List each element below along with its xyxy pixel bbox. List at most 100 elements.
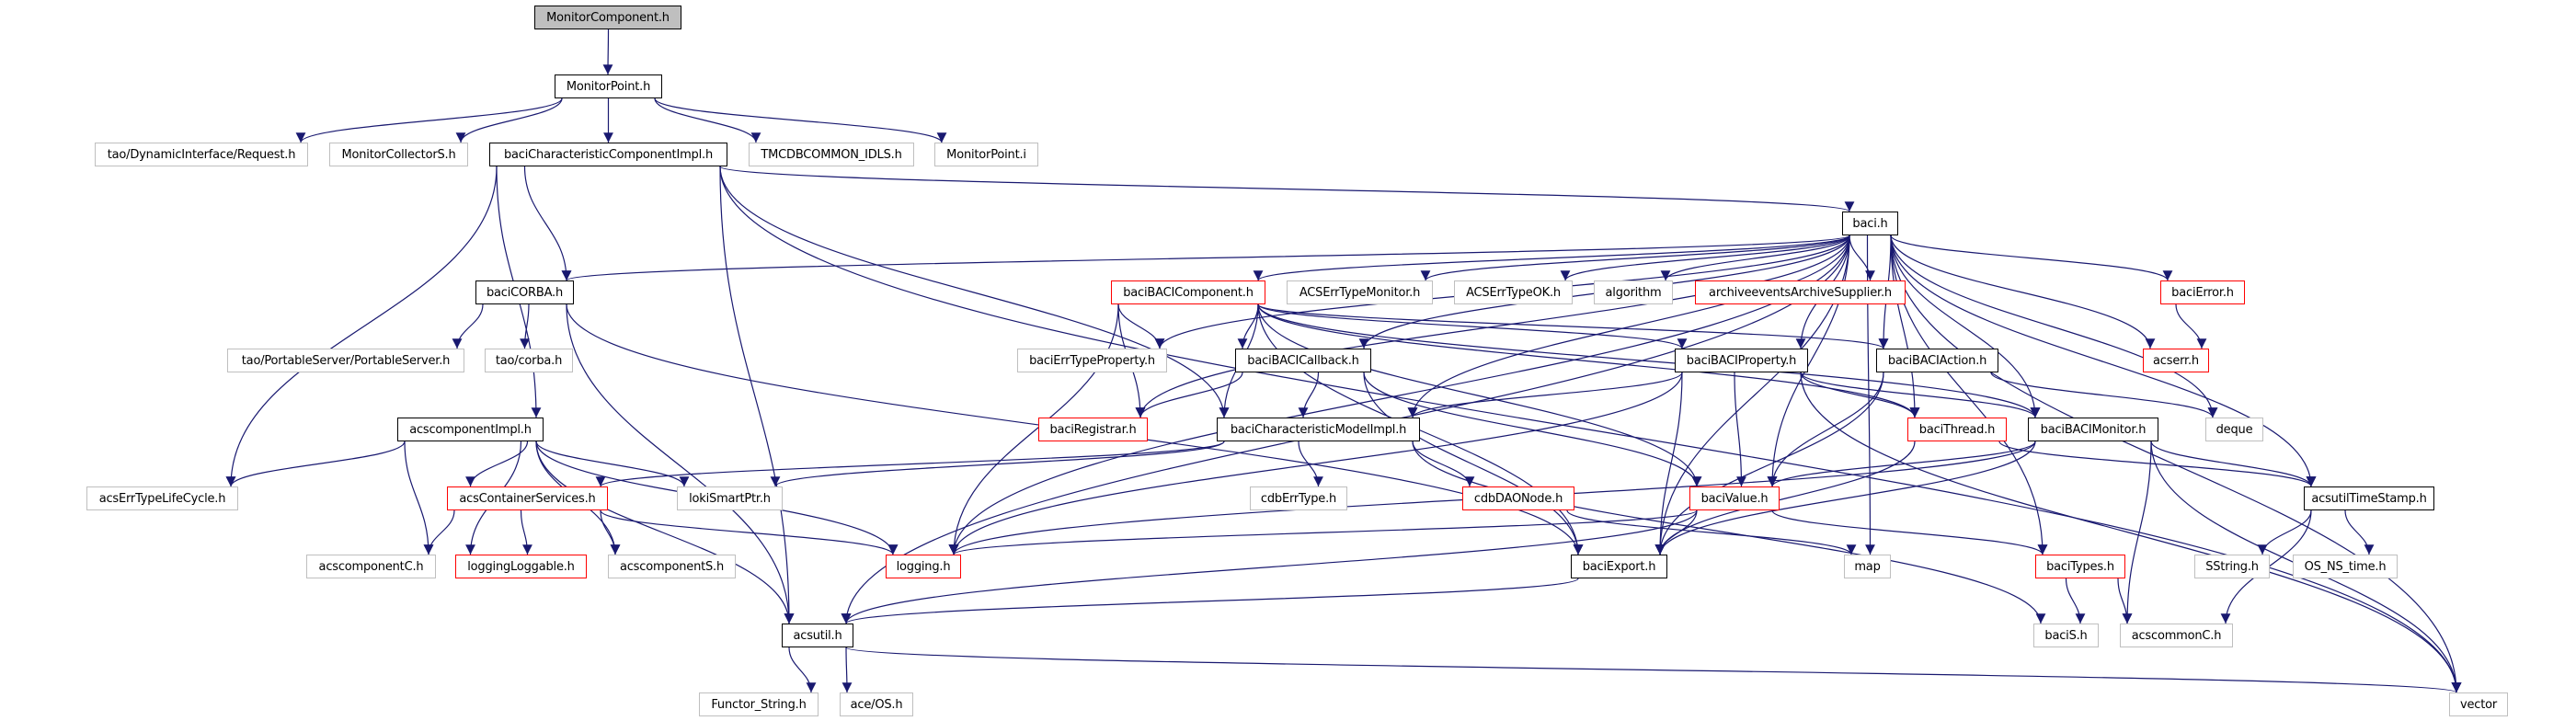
- edge-bacibaciproperty-to-vector: [1800, 372, 2462, 693]
- graph-node-acscontainerservices: acsContainerServices.h: [447, 486, 608, 510]
- graph-node-cdberrtype: cdbErrType.h: [1250, 486, 1347, 510]
- edge-acscontainerservices-to-acscomponentc: [423, 509, 455, 555]
- graph-node-acserrtypemonitor: ACSErrTypeMonitor.h: [1287, 280, 1433, 304]
- edge-bacibacicallback-to-baciregistrar: [1135, 372, 1243, 418]
- graph-node-bacicorba[interactable]: baciCORBA.h: [475, 280, 574, 304]
- graph-node-bacivalue: baciValue.h: [1689, 486, 1780, 510]
- edge-baci-to-acsutiltimestamp: [1890, 235, 2317, 487]
- graph-node-bacitypes: baciTypes.h: [2035, 555, 2125, 578]
- edge-bacibaciproperty-to-bcmi: [1407, 372, 1683, 418]
- edge-bacibacimonitor-to-bacivalue: [1767, 441, 2036, 487]
- graph-node-logging: logging.h: [886, 555, 961, 578]
- graph-node-baciregistrar: baciRegistrar.h: [1038, 418, 1148, 441]
- edge-bacibacicallback-to-baciexport: [1363, 372, 1584, 555]
- graph-node-monitorpointi: MonitorPoint.i: [934, 143, 1038, 166]
- graph-node-aceos: ace/OS.h: [840, 692, 913, 716]
- edge-bacivalue-to-baciexport: [1654, 509, 1698, 555]
- graph-node-acserr: acserr.h: [2143, 349, 2209, 372]
- edge-bacibacicomponent-to-bacierrtypeproperty: [1117, 303, 1165, 349]
- graph-node-bacierrtypeproperty: baciErrTypeProperty.h: [1017, 349, 1167, 372]
- edge-bcci-to-baci: [719, 166, 1854, 212]
- graph-node-bacierror: baciError.h: [2160, 280, 2245, 304]
- edge-monitorpoint-to-monitorpointi: [654, 97, 947, 143]
- graph-node-taocorba: tao/corba.h: [485, 349, 573, 372]
- edge-bacivalue-to-logging: [949, 509, 1698, 555]
- edge-bacibacicallback-to-bcmi: [1298, 372, 1320, 418]
- edge-bacivalue-to-acsutil: [841, 509, 1698, 624]
- graph-node-monitorcollectors: MonitorCollectorS.h: [329, 143, 468, 166]
- graph-node-loggingloggable: loggingLoggable.h: [455, 555, 587, 578]
- edge-acscontainerservices-to-loggingloggable: [520, 509, 532, 555]
- graph-node-baciexport[interactable]: baciExport.h: [1571, 555, 1667, 578]
- edge-bacibaciproperty-to-logging: [948, 372, 1683, 555]
- graph-node-bacibacimonitor[interactable]: baciBACIMonitor.h: [2028, 418, 2158, 441]
- graph-node-monitorcomponent: MonitorComponent.h: [534, 6, 681, 29]
- graph-node-lokismartptr: lokiSmartPtr.h: [677, 486, 783, 510]
- graph-node-bacibaciaction[interactable]: baciBACIAction.h: [1876, 349, 1998, 372]
- edge-monitorpoint-to-tmcdb: [654, 97, 761, 143]
- edge-baci-to-acserrtypeok: [1560, 235, 1850, 281]
- edge-monitorpoint-to-monitorcollectors: [455, 97, 563, 143]
- edge-bacivalue-to-bacitypes: [1771, 509, 2048, 555]
- edge-bacibacimonitor-to-baciexport: [1654, 441, 2036, 555]
- edge-monitorpoint-to-request: [295, 97, 563, 143]
- edge-bcci-to-acsutil: [719, 166, 795, 624]
- edge-bcmi-to-lokismartptr: [770, 441, 1225, 487]
- graph-node-baci[interactable]: baci.h: [1842, 212, 1898, 235]
- edge-bcmi-to-bacis: [1412, 441, 2046, 624]
- edge-bacibacicomponent-to-bacibaciaction: [1257, 303, 1889, 349]
- edge-acscomponentimpl-to-lokismartptr: [535, 441, 690, 487]
- graph-node-functorstring: Functor_String.h: [699, 692, 819, 716]
- edge-acscontainerservices-to-logging: [600, 509, 899, 555]
- graph-node-bcmi[interactable]: baciCharacteristicModelImpl.h: [1217, 418, 1420, 441]
- edge-baci-to-vector: [1890, 235, 2462, 693]
- edge-monitorcomponent-to-monitorpoint: [602, 29, 613, 75]
- edge-baci-to-algorithm: [1660, 235, 1850, 281]
- graph-node-vector: vector: [2449, 692, 2508, 716]
- graph-node-archive: archiveeventsArchiveSupplier.h: [1695, 280, 1906, 304]
- graph-node-bacibacicomponent: baciBACIComponent.h: [1111, 280, 1265, 304]
- edge-bcmi-to-acscontainerservices: [595, 441, 1225, 487]
- edge-bacibacicomponent-to-bacibacimonitor: [1257, 303, 2041, 418]
- graph-node-acscomponentimpl[interactable]: acscomponentImpl.h: [397, 418, 544, 441]
- edge-acscomponentimpl-to-acsutil: [535, 441, 795, 624]
- graph-node-map: map: [1844, 555, 1891, 578]
- graph-node-acscommonc: acscommonC.h: [2120, 624, 2233, 647]
- graph-node-bacis: baciS.h: [2033, 624, 2099, 647]
- edge-baci-to-archive: [1849, 235, 1875, 281]
- edge-acsutil-to-aceos: [841, 647, 853, 693]
- edge-bacibacicomponent-to-bacibaciproperty: [1257, 303, 1688, 349]
- edge-bacibaciproperty-to-bacithread: [1800, 372, 1920, 418]
- edge-acscontainerservices-to-acscomponents: [600, 509, 621, 555]
- graph-node-acsutil[interactable]: acsutil.h: [782, 624, 853, 647]
- edge-bacitypes-to-acscommonc: [2117, 578, 2133, 624]
- edge-bacibacicomponent-to-logging: [948, 303, 1119, 555]
- edge-bacicorba-to-acsutil: [566, 303, 795, 624]
- edge-bacitypes-to-bacis: [2065, 578, 2086, 624]
- edge-baci-to-bacibacimonitor: [1890, 235, 2041, 418]
- graph-node-acserrtypelifecycle: acsErrTypeLifeCycle.h: [86, 486, 238, 510]
- edge-cdbdaonode-to-map: [1566, 509, 1857, 555]
- edge-bcci-to-bacicorba: [523, 166, 572, 281]
- graph-node-cdbdaonode: cdbDAONode.h: [1462, 486, 1574, 510]
- edge-bacibaciaction-to-deque: [1990, 372, 2218, 418]
- edge-baciexport-to-acsutil: [841, 578, 1579, 624]
- graph-node-bacibacicallback[interactable]: baciBACICallback.h: [1235, 349, 1371, 372]
- edge-acscomponentimpl-to-acscomponentc: [404, 441, 434, 555]
- edge-baci-to-bacivalue: [1767, 235, 1850, 487]
- edge-acsutiltimestamp-to-sstring: [2257, 509, 2312, 555]
- graph-node-osnstime: OS_NS_time.h: [2293, 555, 2398, 578]
- edge-bcci-to-vector: [719, 166, 2462, 693]
- graph-node-bcci[interactable]: baciCharacteristicComponentImpl.h: [489, 143, 727, 166]
- edge-bacibacimonitor-to-acsutiltimestamp: [2150, 441, 2317, 487]
- edge-acsutiltimestamp-to-osnstime: [2344, 509, 2375, 555]
- graph-node-acsutiltimestamp[interactable]: acsutilTimeStamp.h: [2304, 486, 2434, 510]
- edge-baci-to-acserrtypemonitor: [1420, 235, 1850, 281]
- edge-baci-to-deque: [1890, 235, 2218, 418]
- edge-baci-to-baciregistrar: [1135, 235, 1850, 418]
- graph-node-monitorpoint[interactable]: MonitorPoint.h: [555, 74, 662, 98]
- edge-bcci-to-bcmi: [719, 166, 1230, 418]
- graph-node-portableserver: tao/PortableServer/PortableServer.h: [227, 349, 464, 372]
- graph-node-bacibaciproperty[interactable]: baciBACIProperty.h: [1675, 349, 1808, 372]
